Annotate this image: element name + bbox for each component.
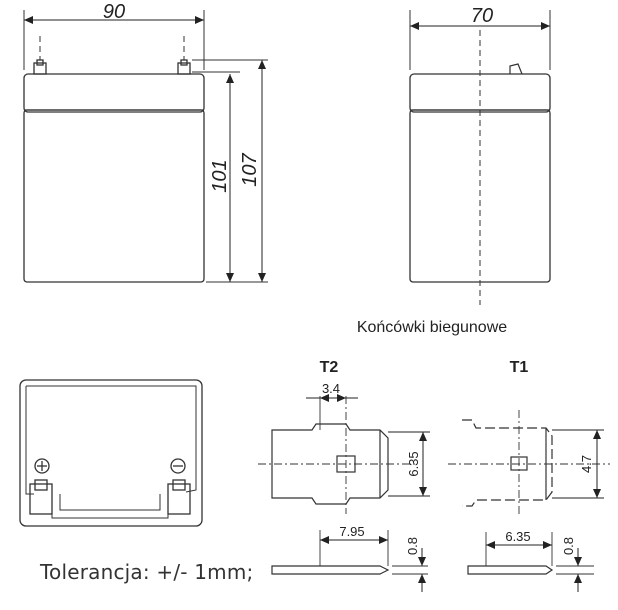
front-view <box>23 10 268 283</box>
side-terminal <box>509 63 523 75</box>
t1-dim-blade-label: 6.35 <box>505 529 530 544</box>
t1-dim-thickness-label: 0.8 <box>561 537 576 555</box>
t1-dim-width: 4.7 <box>552 429 604 499</box>
top-terminal-left <box>29 483 53 515</box>
dim-height-case-label: 101 <box>209 159 231 192</box>
dim-width-label: 90 <box>103 1 125 23</box>
dim-height-total: 107 <box>239 60 266 282</box>
t2-dim-thickness-label: 0.8 <box>405 537 420 555</box>
dim-height-total-label: 107 <box>239 152 261 186</box>
front-terminal-right <box>177 59 191 75</box>
plus-icon <box>34 458 50 474</box>
front-terminal-left <box>33 59 47 75</box>
t1-dim-blade: 6.35 <box>486 529 552 549</box>
minus-icon <box>170 458 186 474</box>
t2-dim-slot-label: 3.4 <box>322 381 340 396</box>
t1-dim-width-label: 4.7 <box>579 455 594 473</box>
t1-dim-thickness: 0.8 <box>561 537 582 592</box>
top-terminal-right <box>167 483 191 515</box>
dim-depth-label: 70 <box>471 5 493 27</box>
front-case-lid <box>23 73 205 113</box>
dim-depth: 70 <box>410 5 550 30</box>
t1-terminal-plan <box>448 410 610 514</box>
t1-terminal-side <box>467 532 594 575</box>
t2-dim-thickness: 0.8 <box>405 537 426 592</box>
terminals-title: Końcówki biegunowe <box>357 319 507 336</box>
top-view <box>19 379 203 527</box>
t2-label: T2 <box>320 359 339 376</box>
tolerance-note: Tolerancja: +/- 1mm; <box>40 560 254 584</box>
dim-width: 90 <box>24 1 204 24</box>
side-view <box>409 10 551 305</box>
front-case-body <box>23 109 205 283</box>
t2-dim-width: 6.35 <box>388 431 430 497</box>
t2-dim-width-label: 6.35 <box>406 451 421 476</box>
t2-terminal-plan <box>258 396 418 514</box>
dim-height-case: 101 <box>209 74 234 282</box>
t2-dim-blade-label: 7.95 <box>339 524 364 539</box>
t2-dim-slot: 3.4 <box>306 381 358 402</box>
t1-label: T1 <box>510 359 529 376</box>
t2-dim-blade: 7.95 <box>320 524 388 544</box>
